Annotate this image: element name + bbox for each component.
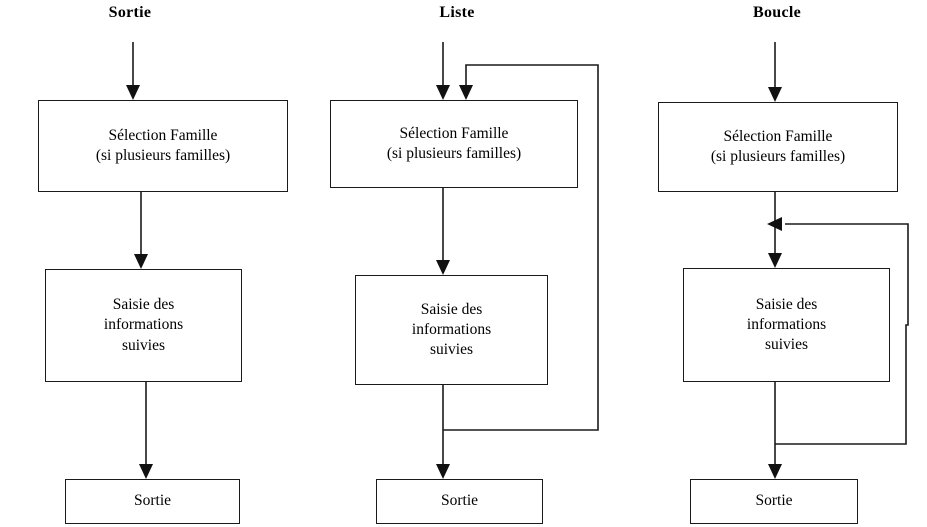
arrowhead-boucle-loop-back-to-connector bbox=[767, 217, 782, 231]
arrowhead-sortie-selection-to-saisie bbox=[134, 254, 148, 269]
arrowhead-sortie-start-to-selection bbox=[126, 85, 140, 100]
arrowhead-liste-start-to-selection bbox=[436, 85, 450, 100]
column-title-boucle: Boucle bbox=[752, 4, 802, 21]
node-sortie-saisie-informations[interactable]: Saisie des informations suivies bbox=[45, 269, 242, 382]
node-label: Sélection Famille (si plusieurs familles… bbox=[710, 127, 846, 165]
column-title-liste: Liste bbox=[439, 4, 475, 21]
node-label: Sortie bbox=[133, 492, 172, 510]
node-liste-saisie-informations[interactable]: Saisie des informations suivies bbox=[355, 275, 548, 385]
node-liste-sortie[interactable]: Sortie bbox=[376, 479, 543, 524]
node-label: Saisie des informations suivies bbox=[411, 300, 492, 359]
arrowhead-liste-loop-back-to-selection bbox=[459, 85, 473, 100]
node-label: Sortie bbox=[440, 492, 479, 510]
node-boucle-sortie[interactable]: Sortie bbox=[690, 479, 858, 524]
node-label: Saisie des informations suivies bbox=[103, 296, 184, 354]
node-label: Sélection Famille (si plusieurs familles… bbox=[386, 124, 522, 162]
arrowhead-boucle-start-to-selection bbox=[768, 87, 782, 102]
arrowhead-liste-saisie-to-sortie bbox=[436, 464, 450, 479]
node-label: Sélection Famille (si plusieurs familles… bbox=[95, 126, 231, 164]
node-label: Sortie bbox=[755, 492, 793, 510]
node-sortie-sortie[interactable]: Sortie bbox=[65, 479, 240, 524]
node-liste-selection-famille[interactable]: Sélection Famille (si plusieurs familles… bbox=[330, 100, 578, 188]
arrowhead-sortie-saisie-to-sortie bbox=[139, 464, 153, 479]
node-boucle-selection-famille[interactable]: Sélection Famille (si plusieurs familles… bbox=[658, 102, 898, 192]
column-title-sortie: Sortie bbox=[108, 4, 152, 21]
arrowhead-liste-selection-to-saisie bbox=[436, 260, 450, 275]
node-boucle-saisie-informations[interactable]: Saisie des informations suivies bbox=[683, 268, 890, 382]
arrowhead-boucle-saisie-to-sortie bbox=[768, 464, 782, 479]
arrowhead-boucle-selection-to-saisie bbox=[768, 253, 782, 268]
node-sortie-selection-famille[interactable]: Sélection Famille (si plusieurs familles… bbox=[38, 100, 288, 192]
node-label: Saisie des informations suivies bbox=[746, 295, 827, 354]
